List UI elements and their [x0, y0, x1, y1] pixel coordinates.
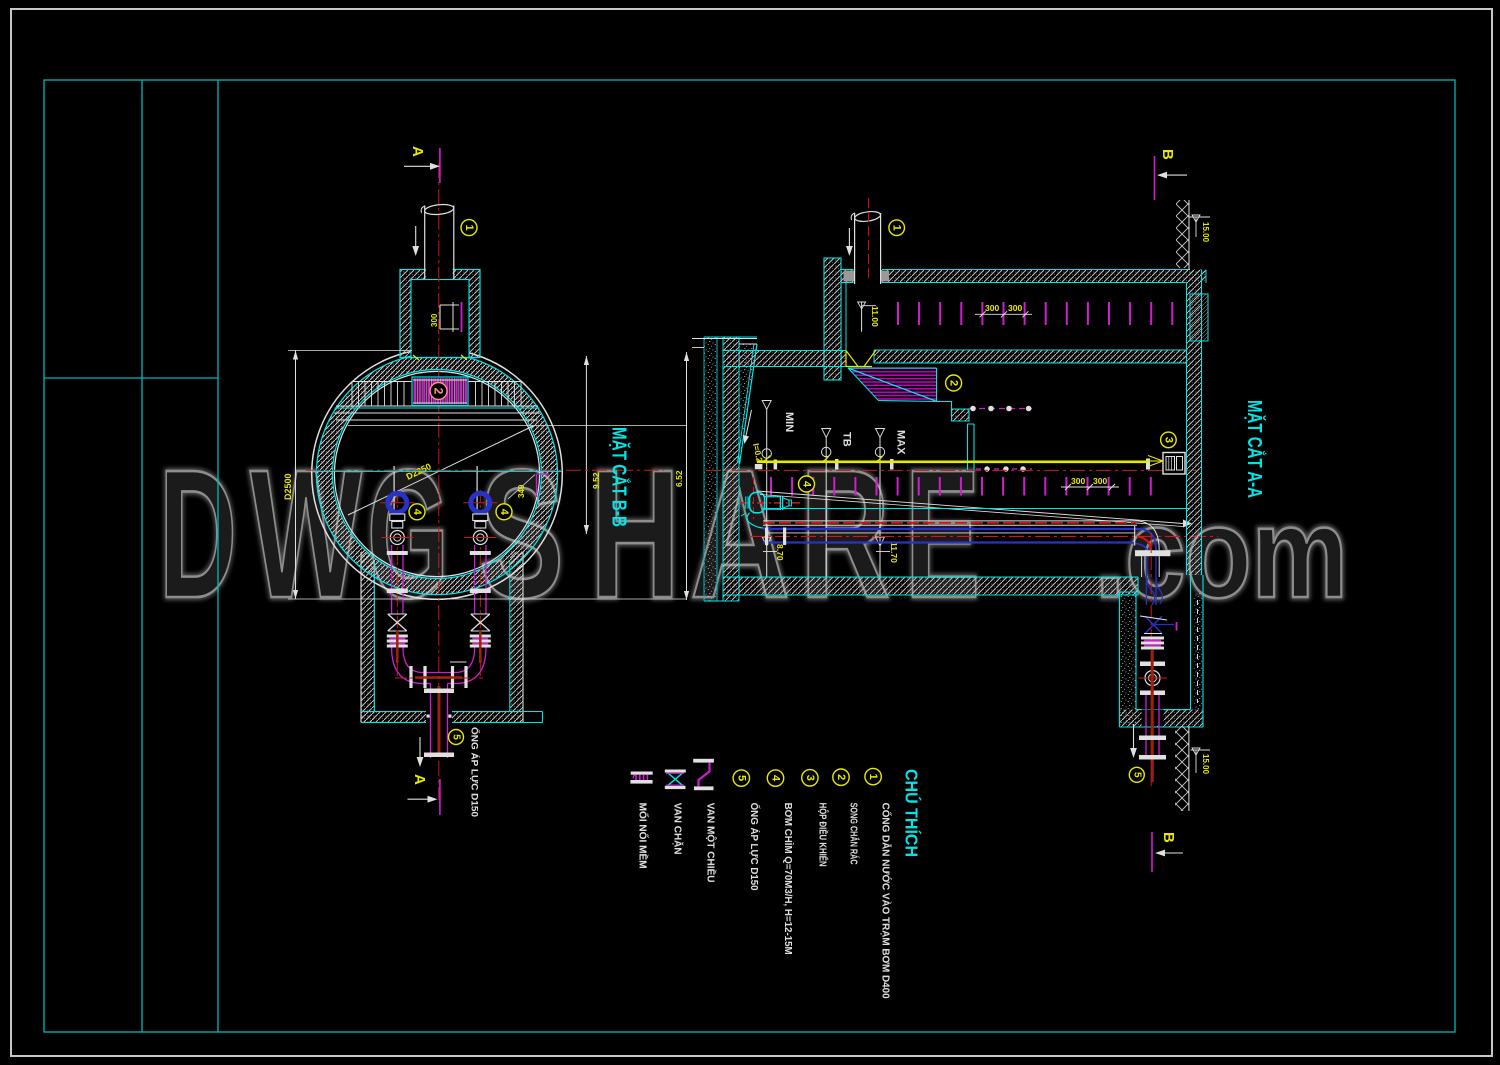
svg-text:I=0.2: I=0.2 [751, 442, 765, 463]
svg-text:15.00: 15.00 [1201, 754, 1210, 775]
svg-text:300: 300 [1071, 476, 1085, 486]
svg-text:R: R [800, 431, 890, 636]
svg-text:MAX: MAX [895, 430, 907, 455]
svg-text:1: 1 [891, 225, 903, 231]
svg-text:D: D [159, 431, 237, 636]
svg-text:5: 5 [451, 734, 462, 740]
svg-text:1: 1 [867, 774, 879, 780]
svg-text:3: 3 [1162, 437, 1174, 443]
svg-text:9.52: 9.52 [591, 472, 601, 489]
svg-text:D2500: D2500 [283, 473, 293, 500]
svg-text:ỐNG ÁP LỰC D150: ỐNG ÁP LỰC D150 [469, 727, 481, 817]
svg-text:CỐNG DẪN NƯỚC VÀO TRẠM BƠM D40: CỐNG DẪN NƯỚC VÀO TRẠM BƠM D400 [880, 803, 894, 999]
svg-text:4: 4 [801, 481, 813, 488]
svg-text:G: G [367, 431, 449, 636]
svg-text:4: 4 [411, 509, 423, 516]
svg-text:SONG CHẮN RÁC: SONG CHẮN RÁC [848, 803, 861, 865]
svg-text:R: R [800, 431, 890, 636]
svg-text:6.52: 6.52 [674, 470, 684, 487]
svg-text:4: 4 [498, 509, 510, 516]
svg-text:ỐNG ÁP LỰC D150: ỐNG ÁP LỰC D150 [748, 803, 762, 891]
svg-text:E: E [905, 431, 980, 636]
svg-text:300: 300 [985, 303, 999, 313]
svg-text:8.70: 8.70 [775, 544, 785, 561]
svg-text:340: 340 [517, 484, 526, 498]
svg-text:MIN: MIN [783, 412, 795, 432]
svg-text:5: 5 [735, 775, 747, 781]
svg-text:G: G [367, 431, 449, 636]
svg-text:2: 2 [835, 774, 847, 780]
svg-text:MẶT CẮT A-A: MẶT CẮT A-A [1243, 400, 1267, 498]
svg-text:BƠM CHÌM Q=70M3/H, H=12-15M: BƠM CHÌM Q=70M3/H, H=12-15M [782, 803, 795, 955]
svg-text:MỐI NỐI MỀM: MỐI NỐI MỀM [637, 803, 651, 869]
svg-text:A: A [409, 146, 426, 157]
svg-text:2: 2 [432, 388, 446, 395]
svg-text:1: 1 [463, 225, 475, 231]
svg-text:300: 300 [1093, 476, 1107, 486]
svg-text:11.70: 11.70 [889, 542, 899, 563]
svg-text:TB: TB [841, 432, 853, 447]
svg-text:5: 5 [1131, 772, 1142, 778]
svg-text:B: B [1160, 832, 1177, 843]
svg-text:11.00: 11.00 [870, 306, 880, 327]
svg-text:VAN CHẶN: VAN CHẶN [672, 803, 685, 855]
svg-text:3: 3 [804, 775, 816, 781]
svg-text:H: H [590, 431, 680, 636]
svg-text:A: A [411, 774, 428, 785]
svg-text:2: 2 [948, 380, 960, 386]
svg-text:300: 300 [1008, 303, 1022, 313]
svg-text:15.00: 15.00 [1201, 222, 1210, 243]
svg-text:4: 4 [770, 775, 782, 782]
svg-text:VAN MỘT CHIỀU: VAN MỘT CHIỀU [705, 803, 718, 883]
svg-text:300: 300 [430, 313, 439, 327]
svg-text:CHÚ THÍCH: CHÚ THÍCH [902, 769, 923, 857]
svg-text:MẶT CẮT B-B: MẶT CẮT B-B [608, 427, 632, 527]
svg-text:H: H [590, 431, 680, 636]
svg-text:HỘP ĐIỀU KHIỂN: HỘP ĐIỀU KHIỂN [816, 803, 829, 867]
svg-text:D: D [159, 431, 237, 636]
svg-text:B: B [1159, 149, 1176, 160]
